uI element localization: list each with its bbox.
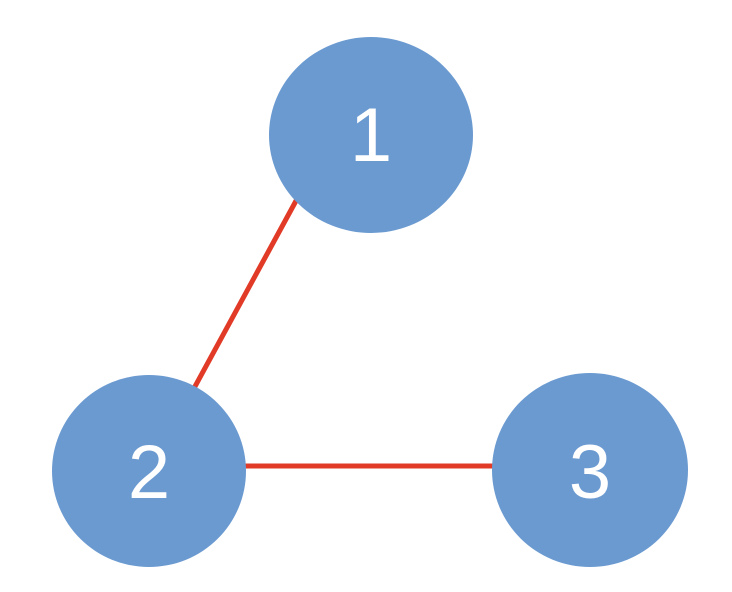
node-1-circle <box>269 37 473 233</box>
node-3-circle <box>492 373 688 567</box>
node-3: 3 <box>492 373 688 567</box>
node-2: 2 <box>52 375 246 567</box>
node-1: 1 <box>269 37 473 233</box>
node-3-label: 3 <box>569 430 611 515</box>
node-2-label: 2 <box>128 430 170 515</box>
node-1-label: 1 <box>350 93 392 178</box>
node-2-circle <box>52 375 246 567</box>
